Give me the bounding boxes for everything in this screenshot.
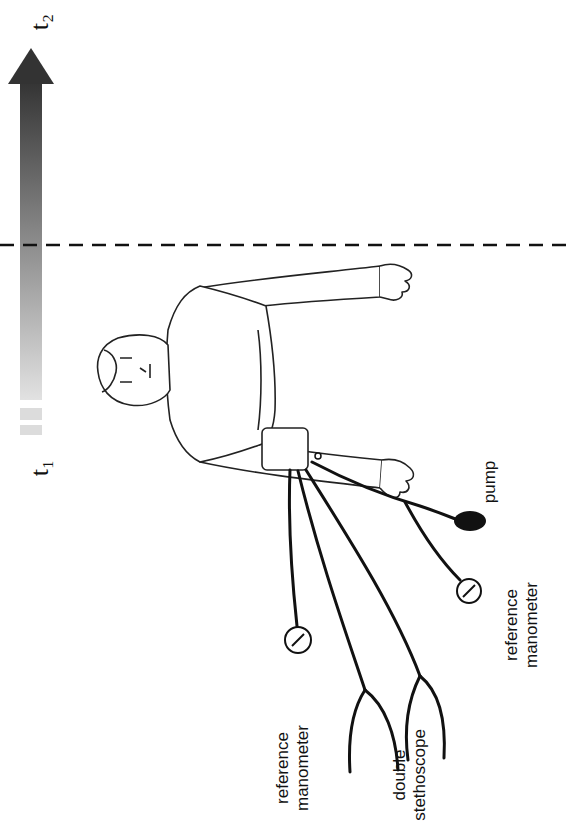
part-label: pump [480,452,500,512]
part-label: reference manometer [502,570,542,680]
time-arrow [8,48,54,435]
manometer-dial [285,579,481,653]
part-label: double stethoscope [390,720,430,830]
tubes [289,453,460,772]
dashed-divider [0,244,575,247]
time-label: t₁ [26,448,54,488]
time-label: t₂ [26,2,54,42]
person [98,264,414,497]
pump-bulb [454,511,486,531]
part-label: reference manometer [273,713,313,823]
